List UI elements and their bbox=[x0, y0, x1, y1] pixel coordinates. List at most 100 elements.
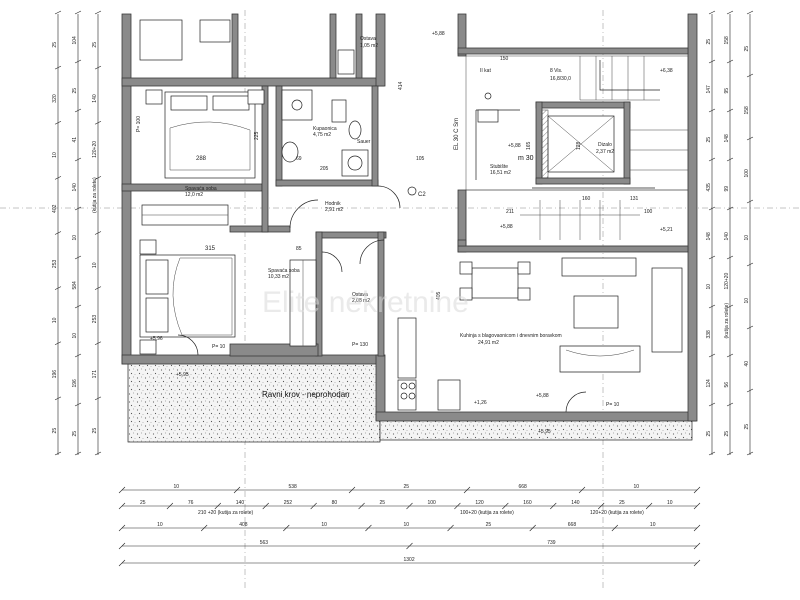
elev-126: +1,26 bbox=[474, 400, 487, 406]
dimension-label: 148 bbox=[724, 134, 730, 143]
dimension-tick bbox=[746, 451, 754, 456]
dimension-label: 402 bbox=[52, 204, 58, 213]
dimension-label: 147 bbox=[706, 85, 712, 94]
dimension-tick bbox=[406, 502, 413, 510]
dimension-tick bbox=[726, 353, 734, 358]
dimension-tick bbox=[708, 206, 716, 211]
stair-code: EL 30 C Sm bbox=[454, 118, 460, 150]
dimension-tick bbox=[94, 396, 102, 401]
elev-595-right: +5,95 bbox=[538, 429, 551, 435]
bathroom-name: Kupaonica bbox=[313, 126, 337, 132]
dimension-label: 10 bbox=[667, 500, 673, 506]
dimension-label: 25 bbox=[140, 500, 146, 506]
bed-icon-top bbox=[139, 19, 183, 61]
dimension-label: 120+20 bbox=[92, 141, 98, 158]
dimension-tick bbox=[94, 176, 102, 180]
dimension-label: 25 bbox=[744, 424, 750, 430]
dimension-tick bbox=[726, 451, 734, 456]
dim-85: 85 bbox=[296, 246, 302, 252]
dimension-tick bbox=[693, 502, 701, 510]
top-rooms: Ostava 1,05 m2 bbox=[139, 19, 378, 75]
dimension-label: 25 bbox=[380, 500, 386, 506]
dimension-tick bbox=[746, 325, 754, 330]
dimension-tick bbox=[746, 136, 754, 141]
dimension-label: 338 bbox=[706, 330, 712, 339]
dimension-tick bbox=[365, 524, 372, 532]
dimension-tick bbox=[708, 402, 716, 407]
dimension-label: 56 bbox=[724, 382, 730, 388]
dimension-tick bbox=[358, 502, 365, 510]
dim-69: 69 bbox=[296, 156, 302, 162]
stair-area: 16,51 m2 bbox=[490, 170, 511, 176]
toilet-icon bbox=[281, 141, 299, 163]
dimension-label: 25 bbox=[52, 42, 58, 48]
elev-596: +5,96 bbox=[150, 336, 163, 342]
dimension-tick bbox=[214, 502, 222, 510]
sofa-side-icon bbox=[651, 267, 683, 353]
dimension-label: 100 bbox=[427, 500, 436, 506]
kitchen-name: Kuhinja s blagovaonicom i dnevnim boravk… bbox=[460, 333, 562, 339]
dimension-label: 196 bbox=[72, 379, 78, 388]
storage-2: Ostava 2,08 m2 P= 130 bbox=[321, 251, 370, 348]
dimension-tick bbox=[94, 341, 102, 346]
dim-228: 128 bbox=[576, 141, 582, 150]
dimension-tick bbox=[708, 108, 716, 113]
dimension-tick bbox=[693, 486, 701, 494]
dimension-label: 95 bbox=[724, 88, 730, 94]
living-kitchen: Kuhinja s blagovaonicom i dnevnim boravk… bbox=[397, 257, 683, 413]
dimension-label: 10 bbox=[157, 522, 163, 528]
dimension-tick bbox=[54, 341, 62, 346]
dimension-tick bbox=[74, 255, 82, 260]
dim-211: 211 bbox=[506, 209, 514, 215]
p10-right: P= 10 bbox=[606, 402, 619, 408]
m30-label: m 30 bbox=[518, 155, 534, 162]
dimension-tick bbox=[74, 402, 82, 407]
tv-unit-icon bbox=[561, 257, 637, 277]
dimension-label: 140 bbox=[571, 500, 580, 506]
storage1-area: 1,05 m2 bbox=[360, 43, 378, 49]
dimension-tick bbox=[726, 304, 734, 309]
dimension-tick bbox=[54, 231, 62, 235]
dim-405: 405 bbox=[436, 291, 442, 300]
dimension-tick bbox=[74, 157, 82, 162]
dimension-label: 25 bbox=[52, 428, 58, 434]
dimension-label: 10 bbox=[634, 484, 640, 490]
dimension-tick bbox=[54, 65, 62, 70]
dimension-label: 124 bbox=[706, 379, 712, 388]
dim-150: 150 bbox=[500, 56, 509, 62]
dimension-label: 171 bbox=[92, 370, 98, 379]
dimension-label: 10 bbox=[72, 333, 78, 339]
dimension-tick bbox=[611, 524, 619, 532]
stair-structure bbox=[465, 55, 689, 247]
coffee-table-icon bbox=[573, 295, 619, 329]
bedroom2-area: 10,33 m2 bbox=[268, 274, 289, 280]
dimension-label: 25 bbox=[744, 46, 750, 52]
dim-sub-mid: 100+20 (kutija za rolete) bbox=[460, 510, 514, 516]
dimension-label: 25 bbox=[724, 431, 730, 437]
dimension-tick bbox=[708, 59, 716, 64]
bedroom2-name: Spavaća soba bbox=[268, 268, 300, 274]
dimension-label: 158 bbox=[724, 36, 730, 45]
dimension-tick bbox=[693, 524, 701, 532]
dimension-tick bbox=[746, 388, 754, 393]
dimension-label: 25 bbox=[92, 428, 98, 434]
dimension-label: 25 bbox=[706, 137, 712, 143]
dimension-label: 253 bbox=[92, 315, 98, 324]
shower-icon bbox=[281, 89, 313, 121]
dimension-label: 739 bbox=[547, 540, 556, 546]
dimension-label: 25 bbox=[486, 522, 492, 528]
dimension-tick bbox=[74, 451, 82, 456]
p130: P= 130 bbox=[352, 342, 368, 348]
dimension-tick bbox=[502, 502, 509, 510]
washer-icon bbox=[341, 149, 369, 177]
dimension-label: 140 bbox=[724, 232, 730, 241]
dimension-label: 10 bbox=[321, 522, 327, 528]
bedroom-bottom: Spavaća soba 10,33 m2 315 P= 10 bbox=[139, 239, 317, 356]
bedroom1-area: 12,0 m2 bbox=[185, 192, 203, 198]
dim-225: 225 bbox=[254, 131, 260, 140]
steps-label: 8 Vis. bbox=[550, 68, 562, 74]
dimension-label: (kutija za rolete) bbox=[92, 177, 98, 213]
